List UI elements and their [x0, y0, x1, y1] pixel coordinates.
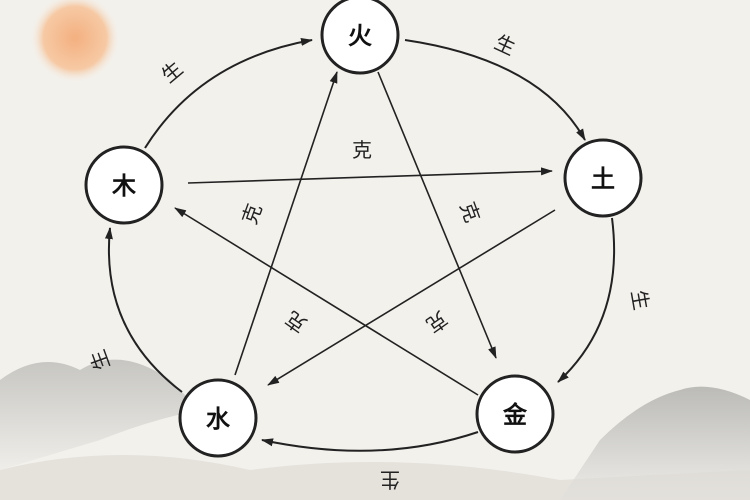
node-earth: 土 — [563, 138, 643, 218]
overcoming-star — [174, 71, 556, 396]
node-metal: 金 — [475, 374, 555, 454]
arrow-fire-to-metal — [377, 71, 497, 359]
arrow-water-to-fire — [234, 71, 338, 376]
node-fire: 火 — [320, 0, 400, 75]
arrow-metal-to-wood — [174, 207, 479, 396]
node-water: 水 — [178, 378, 258, 458]
node-metal-label: 金 — [502, 401, 528, 429]
node-wood: 木 — [84, 145, 164, 225]
label-overcome: 克 — [352, 138, 372, 162]
node-earth-label: 土 — [591, 165, 615, 193]
node-fire-label: 火 — [348, 22, 372, 50]
arrow-fire-to-earth — [404, 39, 586, 141]
label-generate: 生 — [380, 468, 400, 492]
arrow-water-to-wood — [104, 227, 183, 393]
arrow-wood-to-fire — [144, 37, 313, 149]
mountain-right — [560, 386, 750, 500]
mountain-left — [0, 359, 200, 470]
sun — [30, 0, 120, 83]
arrow-metal-to-water — [261, 431, 479, 452]
label-generate: 生 — [626, 288, 653, 312]
node-water-label: 水 — [206, 405, 231, 433]
node-wood-label: 木 — [111, 172, 137, 200]
arrow-earth-to-metal — [557, 217, 616, 383]
arrow-wood-to-earth — [187, 167, 553, 184]
generating-cycle — [104, 37, 616, 452]
mist — [0, 455, 750, 500]
arrow-earth-to-water — [267, 209, 556, 386]
